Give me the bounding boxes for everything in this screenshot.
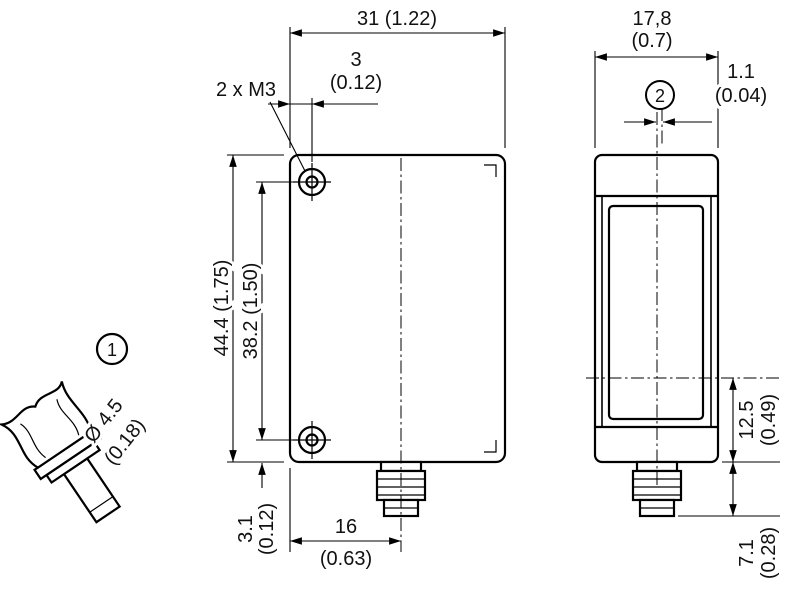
connector-offset-x-text: 16 <box>335 516 357 538</box>
dim-connector-offset-x: 16 (0.63) <box>289 468 401 573</box>
dim-axis-to-bottom: 12.5 (0.49) <box>722 378 783 463</box>
side-lens-window <box>607 204 705 421</box>
label-thread: 2 x M3 <box>216 79 306 172</box>
plug-barrel-tip-line <box>89 496 114 513</box>
front-view <box>288 153 507 552</box>
thread-label-text: 2 x M3 <box>216 79 276 101</box>
hole-spacing-text: 38.2 (1.50) <box>240 263 262 360</box>
side-badge-label: 2 <box>655 86 665 106</box>
side-view <box>586 108 782 518</box>
front-body-outline <box>288 153 507 464</box>
plug-shape <box>0 381 122 524</box>
connector-offset-x-inch-text: (0.63) <box>320 548 372 570</box>
leader-line <box>269 101 306 172</box>
side-width-text: 17,8 <box>633 8 672 30</box>
dim-axis-offset: 1.1 (0.04) <box>624 58 770 126</box>
connector-length-text: 7.1 <box>736 539 758 567</box>
detail-view-plug: 1 Ø 4.5 (0.18) <box>0 332 153 524</box>
axis-offset-inch-text: (0.04) <box>715 85 767 107</box>
side-badge-circle <box>645 80 675 110</box>
hole-offset-bottom-text: 3.1 <box>235 515 257 543</box>
axis-offset-text: 1.1 <box>727 61 755 83</box>
dim-front-height: 44.4 (1.75) <box>208 154 284 463</box>
front-width-text: 31 (1.22) <box>357 8 437 30</box>
dim-connector-length: 7.1 (0.28) <box>678 462 783 582</box>
side-width-inch-text: (0.7) <box>631 30 672 52</box>
hole-offset-x-inch-text: (0.12) <box>330 72 382 94</box>
axis-to-bottom-inch-text: (0.49) <box>758 394 780 446</box>
dim-hole-offset-x: 3 (0.12) <box>268 46 385 162</box>
hole-offset-bottom-inch-text: (0.12) <box>256 503 278 555</box>
connector-side <box>631 460 683 518</box>
badge-side-view: 2 <box>645 80 675 110</box>
connector-length-inch-text: (0.28) <box>758 527 780 579</box>
axis-to-bottom-text: 12.5 <box>736 401 758 440</box>
plug-cable-boot <box>0 381 93 469</box>
boot-detail-line-right <box>56 399 80 436</box>
dim-hole-spacing: 38.2 (1.50) <box>237 181 298 441</box>
boot-detail-line-left <box>20 423 46 459</box>
front-height-text: 44.4 (1.75) <box>211 260 233 357</box>
dim-side-width: 17,8 (0.7) <box>594 5 719 148</box>
hole-offset-x-text: 3 <box>350 49 361 71</box>
detail-badge-circle <box>95 332 129 366</box>
corner-mark-bottom-right <box>484 440 497 453</box>
detail-badge-label: 1 <box>107 340 117 360</box>
dim-hole-offset-bottom: 3.1 (0.12) <box>232 463 281 558</box>
corner-mark-top-right <box>484 164 497 177</box>
dim-front-width: 31 (1.22) <box>289 8 506 148</box>
